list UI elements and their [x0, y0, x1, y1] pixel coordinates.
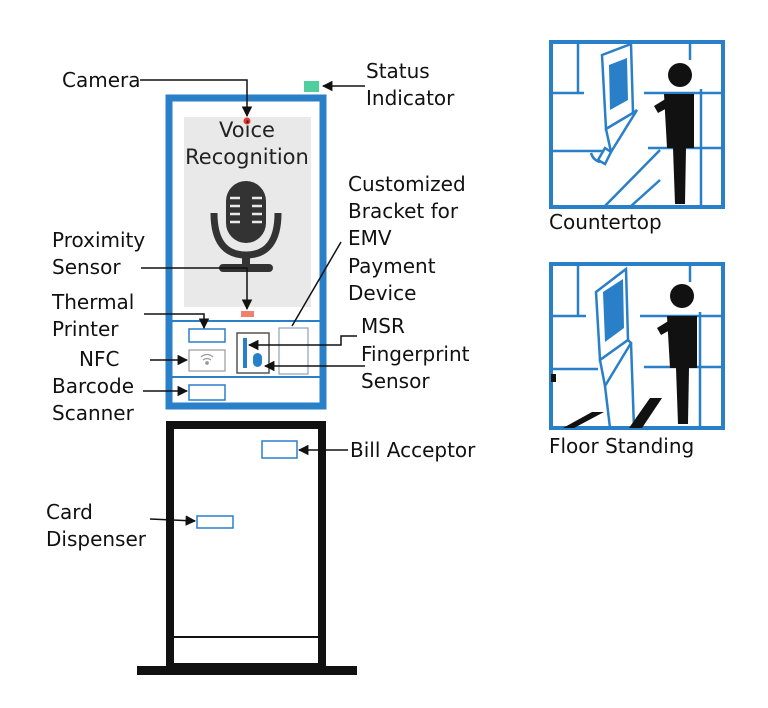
camera-label: Camera — [62, 68, 141, 92]
barcode-scanner — [188, 384, 226, 401]
voice-recognition-label-1: Voice — [219, 118, 275, 142]
msr-label: MSR — [361, 314, 405, 338]
thermal-printer-label-2: Printer — [52, 317, 119, 341]
camera-dot — [243, 117, 251, 125]
person-icon — [654, 63, 694, 204]
emv-bracket-label-1: Customized — [348, 172, 466, 196]
contactless-icon — [200, 353, 214, 365]
fingerprint-panel — [236, 332, 270, 374]
emv-bracket-label-2: Bracket for — [348, 199, 459, 223]
nfc-label: NFC — [79, 347, 119, 371]
thermal-printer-label-1: Thermal — [51, 290, 134, 314]
bill-acceptor-label: Bill Acceptor — [350, 438, 476, 462]
barcode-scanner-label-2: Scanner — [52, 401, 135, 425]
status-indicator-label-2: Indicator — [366, 86, 455, 110]
emv-bracket-label-4: Payment — [348, 254, 436, 278]
floor-standing-illustration — [549, 262, 725, 430]
card-dispenser-label-2: Dispenser — [46, 527, 147, 551]
proximity-sensor-label-2: Sensor — [52, 255, 121, 279]
nfc-reader — [188, 349, 226, 372]
status-indicator — [304, 81, 319, 92]
microphone-icon — [210, 181, 282, 272]
fingerprint-sensor-label-2: Sensor — [361, 369, 430, 393]
emv-bracket-label-3: EMV — [348, 226, 392, 250]
voice-recognition-label-2: Recognition — [185, 145, 309, 169]
stand-base — [137, 666, 357, 675]
kiosk-stand — [166, 421, 326, 671]
thermal-printer — [188, 328, 226, 343]
card-dispenser-label-1: Card — [46, 500, 93, 524]
msr-slot — [243, 338, 247, 368]
status-indicator-label-1: Status — [366, 59, 430, 83]
countertop-illustration — [549, 40, 725, 209]
fingerprint-sensor-label-1: Fingerprint — [361, 342, 470, 366]
emv-bracket — [278, 327, 309, 375]
card-dispenser — [196, 515, 234, 529]
floor-standing-label: Floor Standing — [549, 434, 694, 458]
proximity-sensor — [241, 311, 254, 317]
emv-bracket-label-5: Device — [348, 281, 416, 305]
barcode-scanner-label-1: Barcode — [52, 374, 134, 398]
bill-acceptor — [261, 440, 298, 459]
proximity-sensor-label-1: Proximity — [52, 228, 145, 252]
countertop-label: Countertop — [549, 210, 662, 234]
person-icon — [657, 284, 697, 424]
callout-lines — [140, 79, 365, 526]
fingerprint-sensor — [253, 353, 262, 367]
